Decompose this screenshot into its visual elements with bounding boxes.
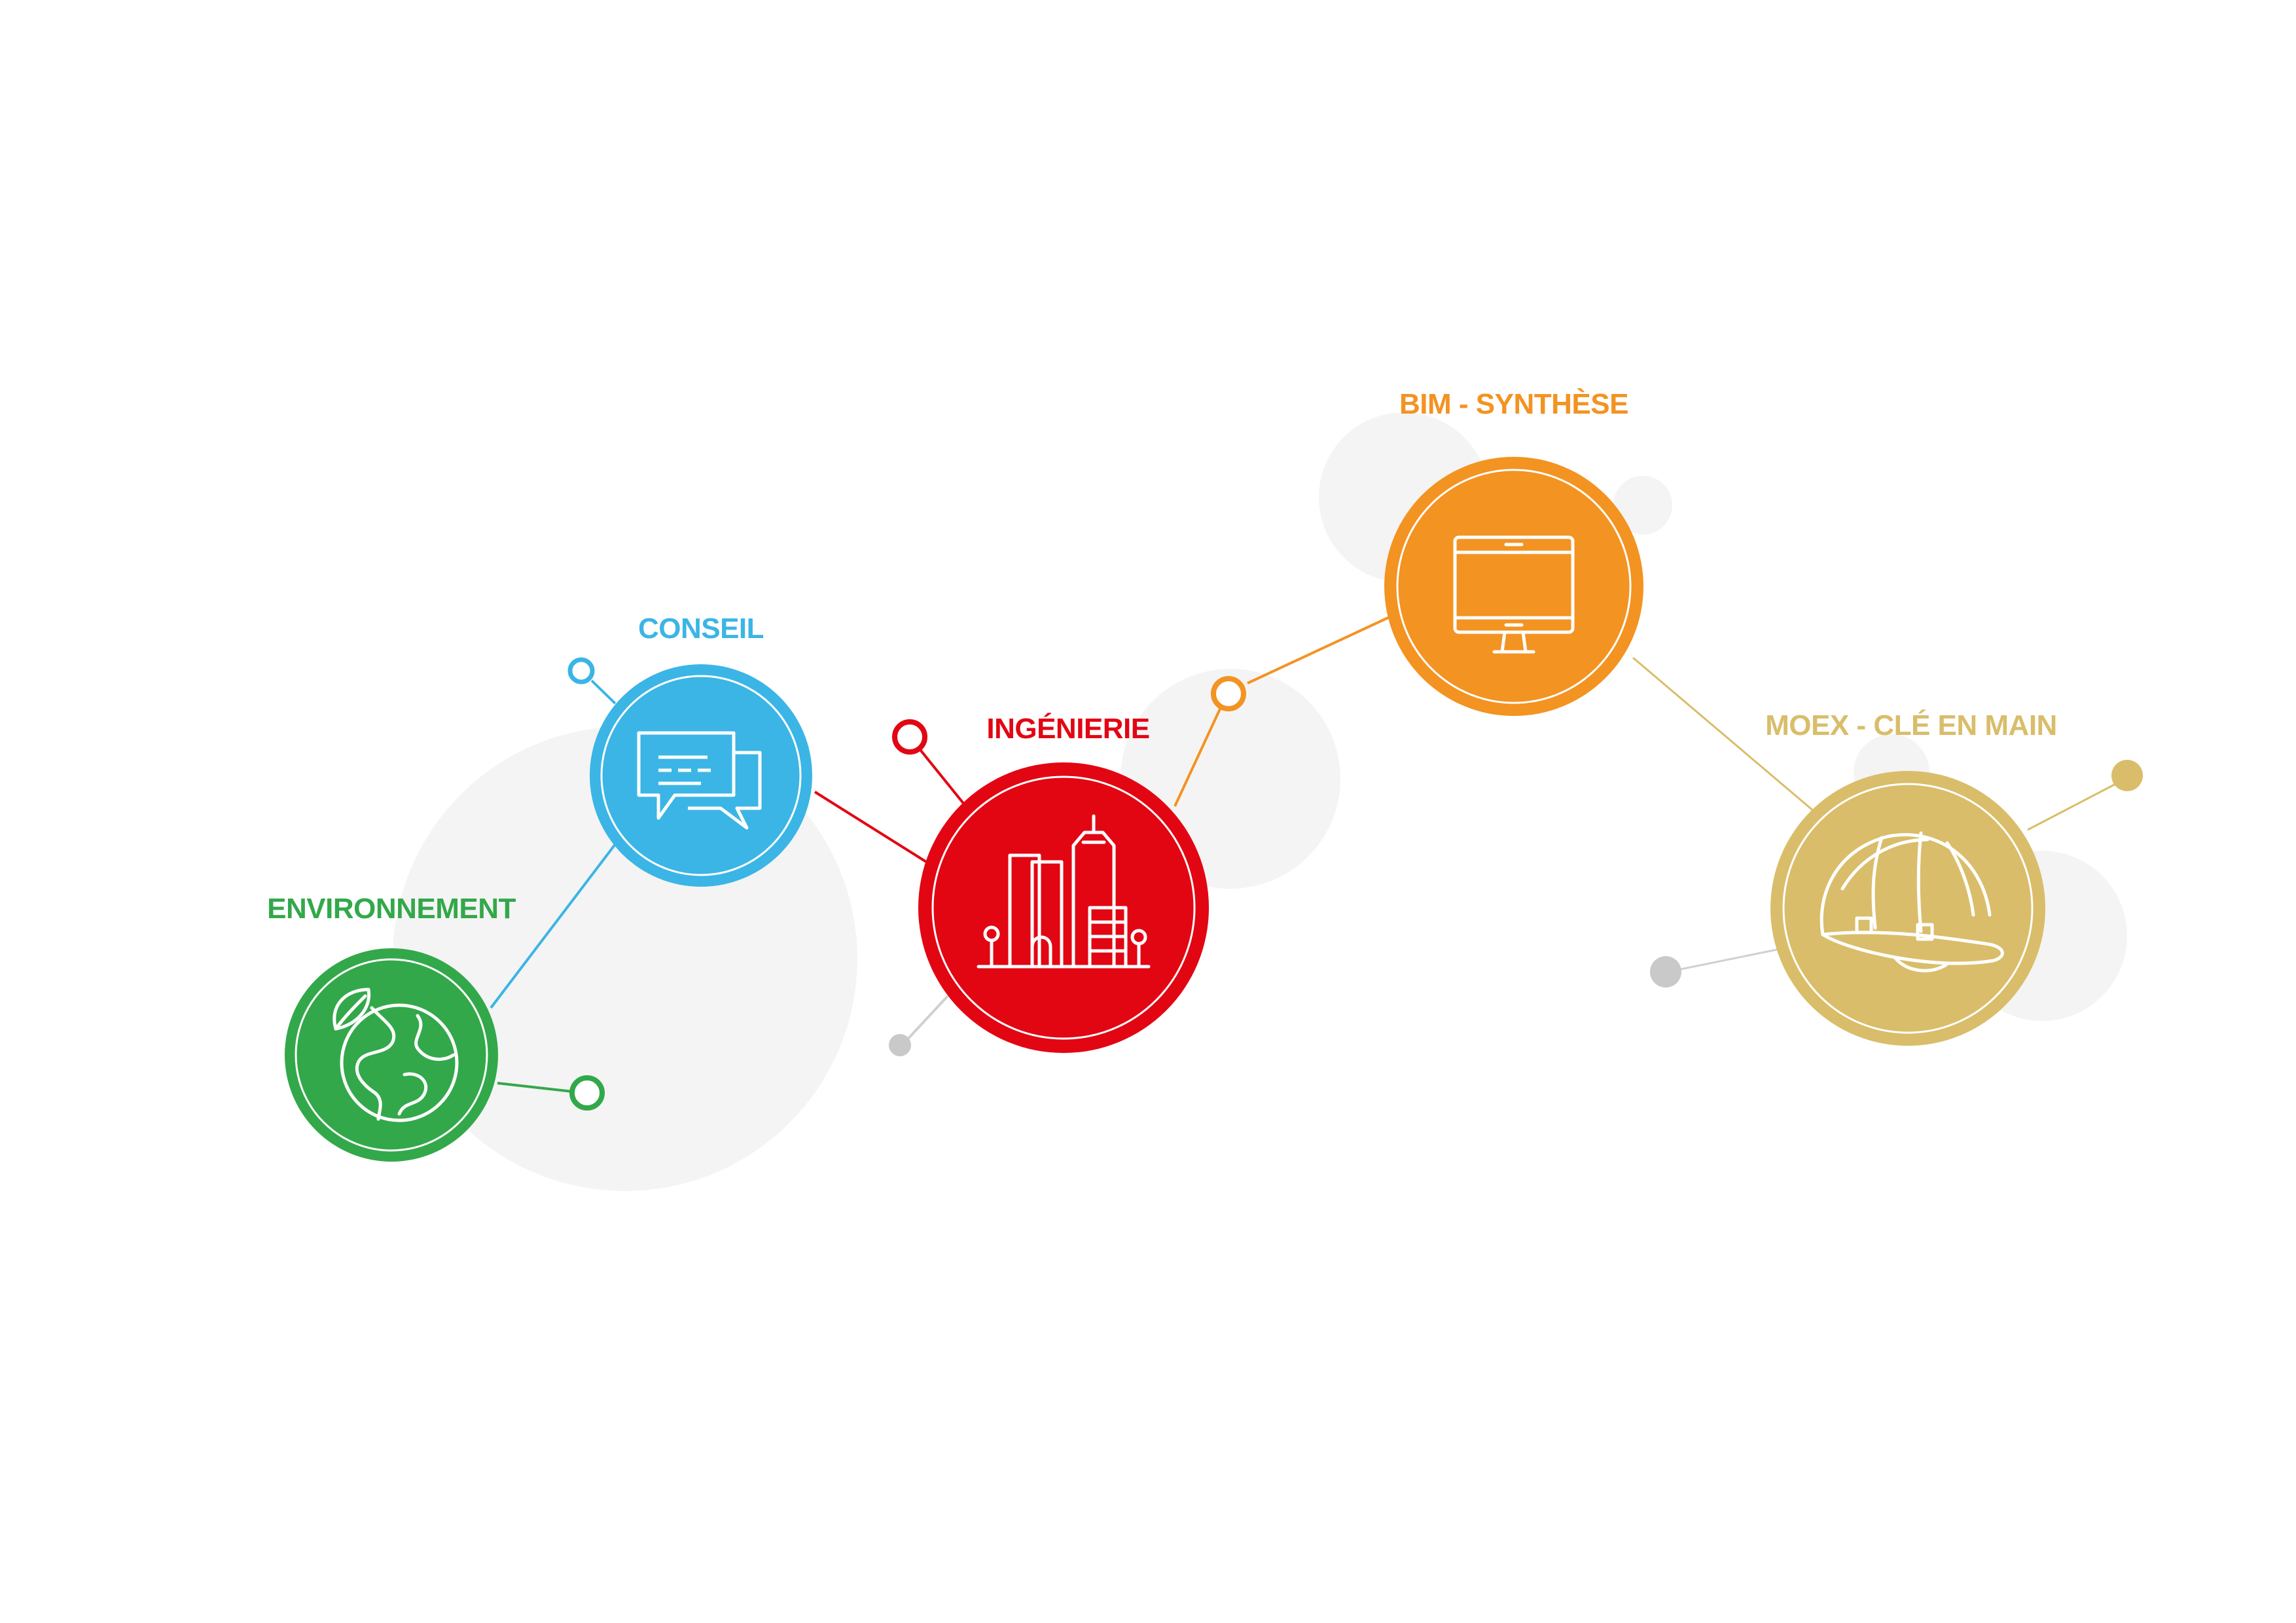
label-bim: BIM - SYNTHÈSE — [1399, 387, 1628, 420]
gold-dot-moex — [2111, 760, 2143, 791]
connector-ingenierie-grey — [903, 995, 949, 1044]
connector-bim-moex — [1632, 656, 1815, 813]
node-circle — [285, 948, 498, 1162]
node-inner-ring — [295, 958, 488, 1152]
label-ingenierie: INGÉNIERIE — [986, 712, 1149, 745]
ring-marker-green — [569, 1075, 605, 1111]
speech-bubbles-icon — [637, 731, 762, 830]
node-environnement — [285, 948, 498, 1162]
node-inner-ring — [931, 776, 1196, 1040]
grey-dot-moex — [1650, 956, 1681, 988]
node-circle — [1384, 457, 1643, 716]
connector-orangedot-bim — [1247, 615, 1393, 685]
connector-ingenierie-dot — [917, 746, 969, 810]
node-inner-ring — [1396, 469, 1632, 704]
connector-conseil-dot — [590, 679, 617, 705]
city-buildings-icon — [977, 814, 1151, 969]
connector-env-conseil — [490, 843, 617, 1009]
ring-marker-orange — [1211, 676, 1246, 711]
connector-conseil-ingenierie — [814, 791, 931, 865]
connector-ingenierie-orangedot — [1174, 705, 1223, 807]
monitor-icon — [1453, 535, 1575, 654]
ring-marker-red — [892, 719, 927, 755]
label-conseil: CONSEIL — [638, 613, 764, 645]
connector-moex-greydot — [1677, 948, 1781, 971]
connector-env-dot — [497, 1082, 573, 1093]
node-inner-ring — [1782, 783, 2034, 1034]
node-bim — [1384, 457, 1643, 716]
connector-moex-golddot — [2027, 781, 2120, 831]
node-ingenierie — [918, 762, 1209, 1053]
node-conseil — [590, 664, 812, 887]
node-moex — [1770, 771, 2045, 1046]
node-inner-ring — [600, 675, 802, 876]
grey-dot-ingenierie — [889, 1034, 911, 1056]
node-circle — [918, 762, 1209, 1053]
ring-marker-blue — [567, 657, 595, 685]
globe-leaf-icon — [332, 988, 459, 1122]
label-environnement: ENVIRONNEMENT — [267, 893, 516, 925]
hard-hat-icon — [1820, 831, 2004, 972]
connectors — [490, 615, 2120, 1093]
label-moex: MOEX - CLÉ EN MAIN — [1765, 709, 2057, 741]
markers — [567, 657, 2143, 1111]
node-circle — [1770, 771, 2045, 1046]
bg-bubble — [1613, 476, 1672, 535]
